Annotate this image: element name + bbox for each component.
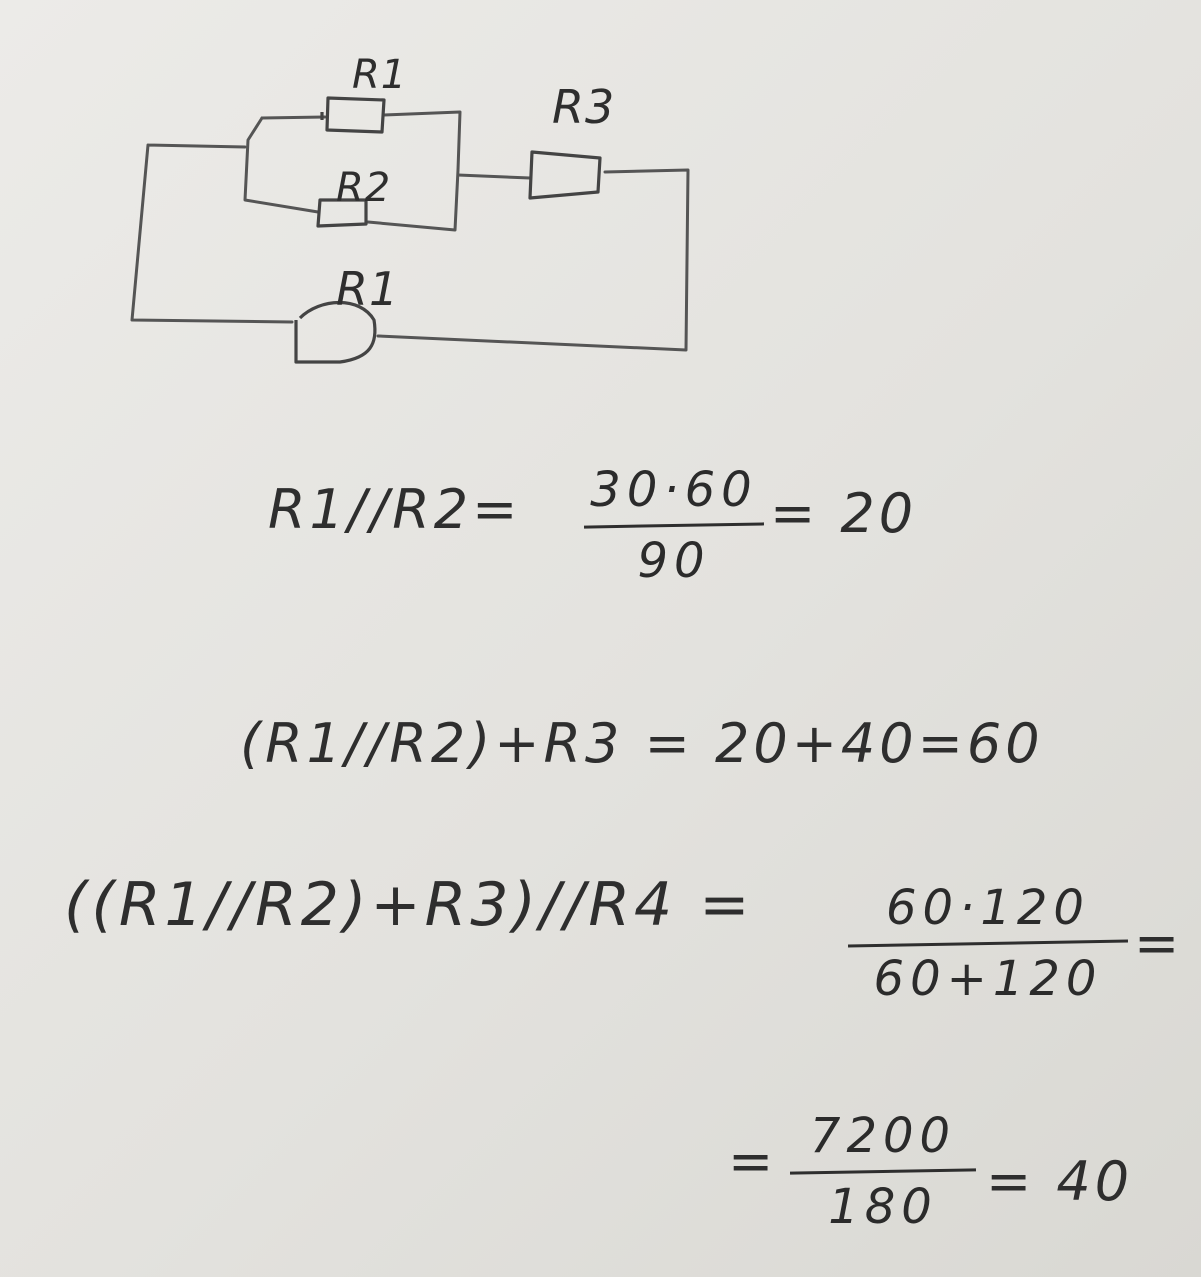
eq1-denominator: 90 [637,533,711,589]
eq1-lhs: R1//R2= [268,478,522,541]
wire-to-r3 [456,173,532,180]
resistor-r1-top [320,96,386,134]
label-r2: R2 [336,165,392,211]
eq3-denominator: 60+120 [873,951,1103,1007]
wire-right [376,168,690,352]
eq3-fraction: 60·120 60+120 [847,880,1129,1007]
eq1-fraction: 30·60 90 [583,462,765,589]
eq4-fraction-bar [789,1168,977,1175]
eq1-result: = 20 [770,482,918,545]
eq4-result: = 40 [986,1150,1134,1213]
wire-left [130,143,294,324]
eq4-fraction: 7200 180 [789,1108,977,1235]
resistor-r2 [316,198,368,228]
eq4-denominator: 180 [828,1179,938,1235]
eq2-text: (R1//R2)+R3 = 20+40=60 [240,712,1044,775]
eq4-numerator: 7200 [809,1108,957,1164]
eq3-fraction-bar [847,939,1129,948]
wire-branch-bottom [366,168,460,232]
wire-parallel-left [243,116,320,214]
wire-branch-top [260,110,462,172]
eq1-numerator: 30·60 [590,462,758,518]
eq3-lhs: ((R1//R2)+R3)//R4 = [64,870,754,940]
eq3-numerator: 60·120 [886,880,1090,936]
label-r4-bottom: R1 [336,262,400,316]
eq4-lead: = [728,1130,778,1193]
resistor-r3 [528,150,602,200]
eq1-fraction-bar [583,522,765,529]
resistor-r4 [294,300,377,364]
eq3-tail: = [1134,912,1184,975]
label-r3: R3 [552,80,616,134]
label-r1-top: R1 [352,52,408,98]
